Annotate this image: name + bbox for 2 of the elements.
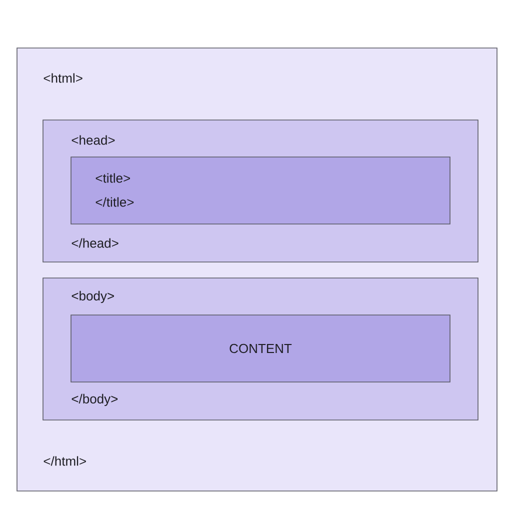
title-box: <title> </title> [70,156,450,224]
content-box: CONTENT [70,314,450,382]
